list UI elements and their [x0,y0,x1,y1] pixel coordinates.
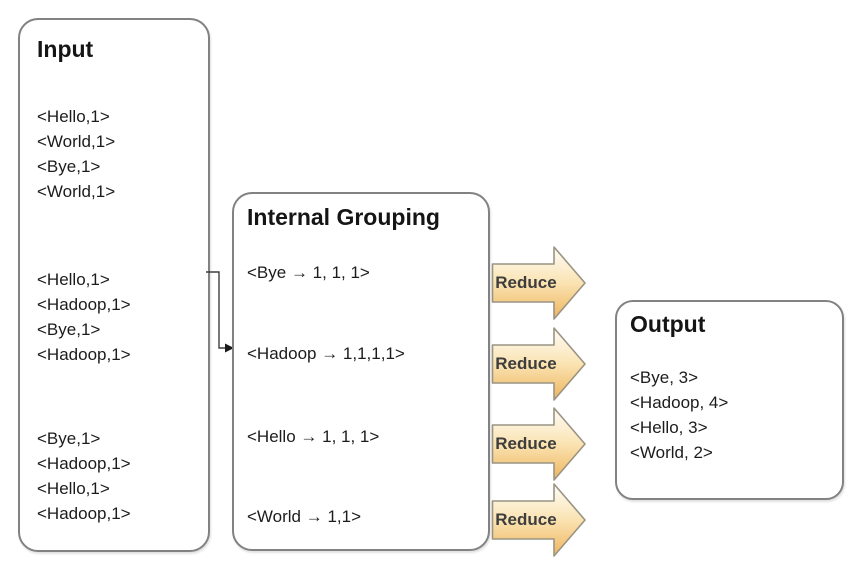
input-pair: <Hadoop,1> [37,454,131,473]
input-group-2: <Hello,1> <Hadoop,1> <Bye,1> <Hadoop,1> [37,267,131,367]
reduce-arrow-2: Reduce [491,326,587,402]
grouping-item-bye: <Bye → 1, 1, 1> [247,263,370,282]
reduce-label: Reduce [495,273,557,292]
internal-grouping-box: Internal Grouping <Bye → 1, 1, 1> <Hadoo… [232,192,490,551]
input-pair: <Hello,1> [37,479,110,498]
reduce-label: Reduce [495,510,557,529]
grouping-item-hello: <Hello → 1, 1, 1> [247,427,380,446]
output-box: Output <Bye, 3> <Hadoop, 4> <Hello, 3> <… [615,300,844,500]
input-pair: <Bye,1> [37,429,101,448]
block-arrow-icon [491,483,586,557]
output-pair: <Bye, 3> [630,368,699,387]
output-pair: <Hadoop, 4> [630,393,729,412]
block-arrow-icon [491,407,586,481]
input-box-title: Input [37,36,94,62]
output-box-title: Output [630,311,706,337]
output-pair: <World, 2> [630,443,713,462]
output-items: <Bye, 3> <Hadoop, 4> <Hello, 3> <World, … [630,365,728,465]
input-group-3: <Bye,1> <Hadoop,1> <Hello,1> <Hadoop,1> [37,426,131,526]
input-pair: <Bye,1> [37,320,101,339]
input-pair: <Bye,1> [37,157,101,176]
reduce-arrow-1: Reduce [491,245,587,321]
reduce-label: Reduce [495,434,557,453]
block-arrow-icon [491,246,586,320]
internal-grouping-title: Internal Grouping [247,204,440,230]
input-group-1: <Hello,1> <World,1> <Bye,1> <World,1> [37,104,115,204]
input-pair: <Hadoop,1> [37,295,131,314]
grouping-item-world: <World → 1,1> [247,507,362,526]
input-pair: <World,1> [37,132,116,151]
input-box: Input <Hello,1> <World,1> <Bye,1> <World… [18,18,210,552]
reduce-arrow-4: Reduce [491,482,587,558]
input-pair: <World,1> [37,182,116,201]
reduce-label: Reduce [495,354,557,373]
input-pair: <Hadoop,1> [37,345,131,364]
input-pair: <Hello,1> [37,107,110,126]
input-pair: <Hadoop,1> [37,504,131,523]
reduce-arrow-3: Reduce [491,406,587,482]
input-to-grouping-connector [206,271,234,353]
block-arrow-icon [491,327,586,401]
output-pair: <Hello, 3> [630,418,708,437]
grouping-item-hadoop: <Hadoop → 1,1,1,1> [247,344,405,363]
input-pair: <Hello,1> [37,270,110,289]
